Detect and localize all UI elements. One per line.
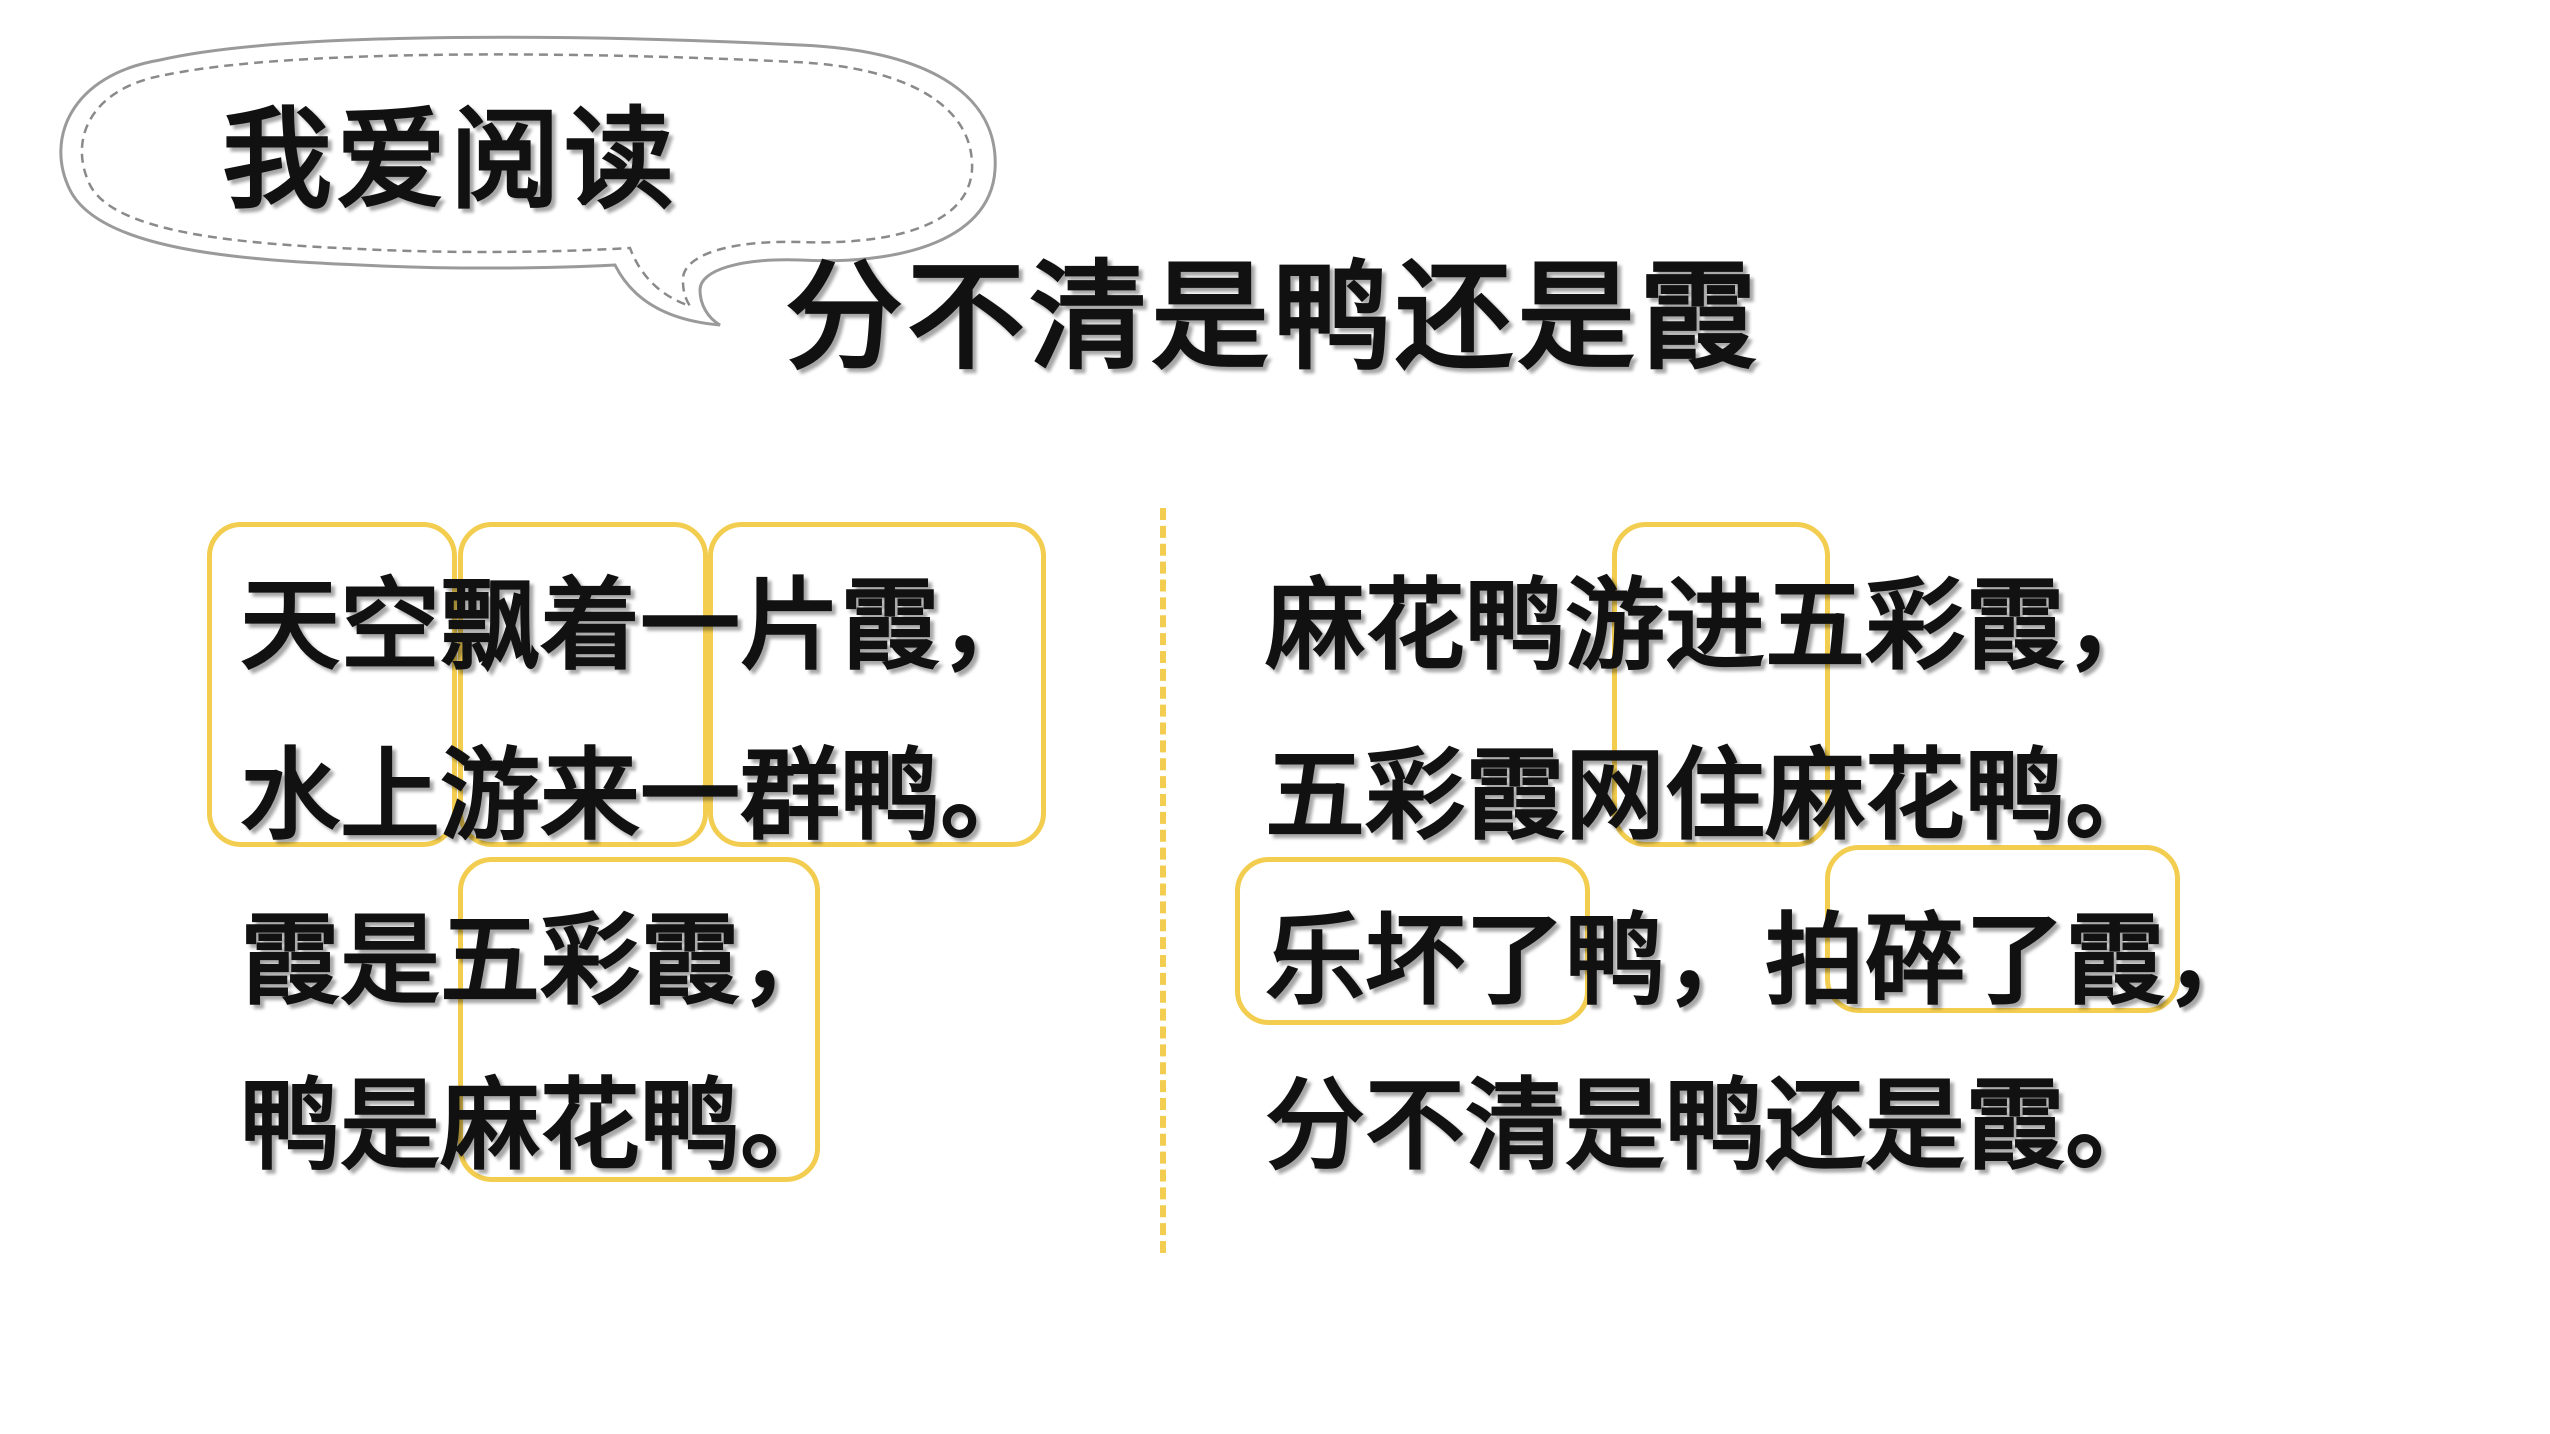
poem-line: 五彩霞网住麻花鸭。 <box>1265 736 2165 854</box>
poem-line: 鸭是麻花鸭。 <box>240 1066 840 1184</box>
highlight-box <box>1235 857 1590 1025</box>
section-label: 我爱阅读 <box>222 95 678 224</box>
speech-bubble-stitch <box>80 53 974 309</box>
highlight-box <box>708 522 1046 847</box>
highlight-box <box>1825 845 2180 1013</box>
speech-bubble-icon <box>59 35 997 327</box>
poem-line: 麻花鸭游进五彩霞， <box>1265 566 2165 684</box>
poem-line: 分不清是鸭还是霞。 <box>1265 1066 2165 1184</box>
column-divider <box>1160 508 1166 1253</box>
highlight-box <box>458 522 708 847</box>
poem-title: 分不清是鸭还是霞 <box>785 247 1762 386</box>
poem-line: 乐坏了鸭，拍碎了霞， <box>1265 901 2265 1019</box>
highlight-box <box>207 522 457 847</box>
speech-bubble-outline <box>59 35 997 327</box>
highlight-box <box>458 857 820 1182</box>
poem-line: 天空飘着一片霞， <box>240 566 1040 684</box>
highlight-box <box>1612 522 1830 847</box>
poem-line: 霞是五彩霞， <box>240 901 840 1019</box>
poem-line: 水上游来一群鸭。 <box>240 736 1040 854</box>
